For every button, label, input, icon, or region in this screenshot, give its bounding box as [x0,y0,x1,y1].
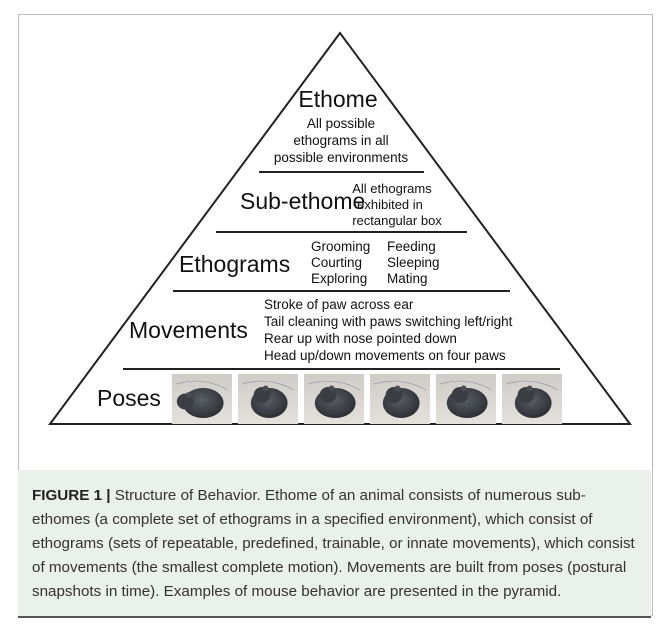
mouse-pose-photo [172,374,232,424]
level-poses-title: Poses [97,385,161,411]
bottom-rule [18,616,651,618]
caption-label: FIGURE 1 | [32,487,111,504]
mouse-pose-photo [238,374,298,424]
ethogram-feeding: Feeding [387,239,436,254]
pose-photos [172,374,562,424]
ethogram-sleeping: Sleeping [387,255,440,270]
level-ethograms-title: Ethograms [179,251,290,277]
level-ethome-desc-3: possible environments [274,150,409,165]
ethogram-courting: Courting [311,255,362,270]
level-subethome-desc-2: exhibited in [357,197,423,212]
level-ethome-title: Ethome [298,86,377,112]
level-movements-title: Movements [129,317,248,343]
mouse-pose-photo [370,374,430,424]
movement-2: Tail cleaning with paws switching left/r… [264,314,513,329]
caption-box: FIGURE 1 | Structure of Behavior. Ethome… [18,470,651,616]
level-ethome-desc-2: ethograms in all [293,133,388,148]
ethogram-exploring: Exploring [311,271,367,286]
figure-caption: FIGURE 1 | Structure of Behavior. Ethome… [32,484,637,604]
behavior-pyramid: Ethome All possible ethograms in all pos… [48,31,632,425]
movement-4: Head up/down movements on four paws [264,348,506,363]
level-subethome-desc-3: rectangular box [352,213,442,228]
mouse-pose-photo [304,374,364,424]
caption-text: Structure of Behavior. Ethome of an anim… [32,487,635,600]
movement-3: Rear up with nose pointed down [264,331,457,346]
ethogram-mating: Mating [387,271,428,286]
mouse-pose-photo [502,374,562,424]
mouse-pose-photo [436,374,496,424]
movement-1: Stroke of paw across ear [264,297,414,312]
level-subethome-desc-1: All ethograms [352,181,432,196]
level-ethome-desc-1: All possible [307,116,375,131]
level-subethome-title: Sub-ethome [240,188,365,214]
ethogram-grooming: Grooming [311,239,370,254]
